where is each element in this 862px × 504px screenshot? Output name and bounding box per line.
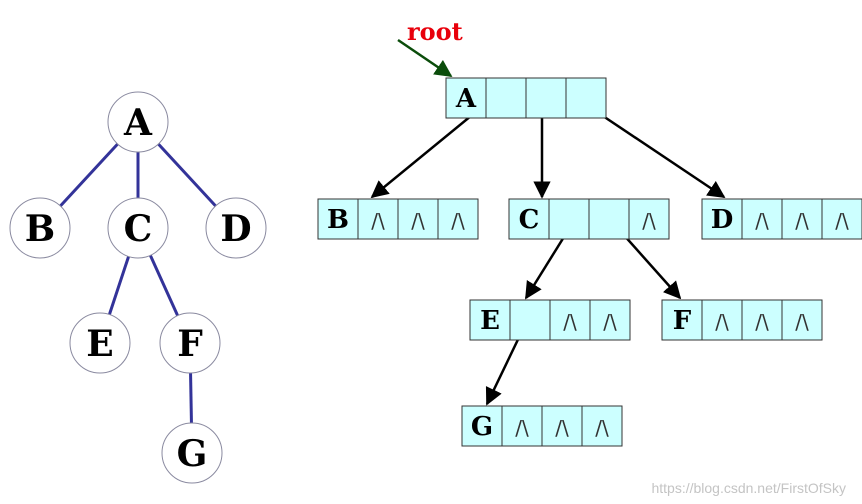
tree-node-circle bbox=[9, 197, 71, 259]
storage-arrows bbox=[370, 101, 726, 406]
record-data-cell bbox=[469, 299, 511, 341]
tree-node-label: D bbox=[220, 208, 251, 250]
tree-edge-C-E bbox=[107, 256, 131, 315]
root-label: root bbox=[407, 17, 463, 46]
tree-node-E: E bbox=[69, 312, 131, 374]
tree-node-circle bbox=[107, 91, 169, 153]
null-pointer-mark: /\ bbox=[371, 209, 385, 233]
record-data-cell bbox=[461, 405, 503, 447]
tree-node-circle bbox=[205, 197, 267, 259]
null-pointer-mark: /\ bbox=[555, 416, 569, 440]
null-pointer-mark: /\ bbox=[795, 209, 809, 233]
null-pointer-mark: /\ bbox=[595, 416, 609, 440]
null-pointer-mark: /\ bbox=[835, 209, 849, 233]
record-pointer-cell bbox=[485, 77, 527, 119]
record-pointer-cell bbox=[741, 299, 783, 341]
record-pointer-cell bbox=[628, 198, 670, 240]
record-pointer-cell bbox=[501, 405, 543, 447]
tree-nodes: A B C D E F G bbox=[9, 91, 267, 484]
record-E: E /\ /\ bbox=[469, 299, 631, 341]
storage-records: A B /\ /\ /\ C /\ D /\ /\ /\ E /\ /\ F /\ /\ /\ G /\ /\ /\ bbox=[317, 77, 862, 447]
tree-edge-A-D bbox=[157, 143, 217, 207]
record-label: G bbox=[471, 412, 493, 442]
record-data-cell bbox=[661, 299, 703, 341]
null-pointer-mark: /\ bbox=[795, 310, 809, 334]
tree-edge-C-F bbox=[148, 254, 180, 317]
record-pointer-cell bbox=[541, 405, 583, 447]
record-label: E bbox=[480, 306, 500, 336]
root-pointer: root bbox=[397, 17, 463, 78]
watermark-text: https://blog.csdn.net/FirstOfSky bbox=[651, 480, 846, 496]
record-pointer-cell bbox=[589, 299, 631, 341]
record-pointer-cell bbox=[821, 198, 862, 240]
tree-node-circle bbox=[69, 312, 131, 374]
null-pointer-mark: /\ bbox=[603, 310, 617, 334]
record-pointer-cell bbox=[549, 299, 591, 341]
tree-node-circle bbox=[161, 422, 223, 484]
record-pointer-cell bbox=[581, 405, 623, 447]
record-D: D /\ /\ /\ bbox=[701, 198, 862, 240]
record-pointer-cell bbox=[525, 77, 567, 119]
record-label: D bbox=[711, 205, 734, 235]
tree-edge-F-G bbox=[189, 372, 193, 424]
record-A: A bbox=[445, 77, 607, 119]
record-pointer-cell bbox=[781, 198, 823, 240]
null-pointer-mark: /\ bbox=[755, 310, 769, 334]
record-C: C /\ bbox=[508, 198, 670, 240]
record-label: F bbox=[673, 306, 692, 336]
null-pointer-mark: /\ bbox=[642, 209, 656, 233]
record-pointer-cell bbox=[437, 198, 479, 240]
record-pointer-cell bbox=[701, 299, 743, 341]
record-G: G /\ /\ /\ bbox=[461, 405, 623, 447]
tree-node-A: A bbox=[107, 91, 169, 153]
record-label: A bbox=[455, 84, 477, 114]
tree-node-D: D bbox=[205, 197, 267, 259]
tree-node-circle bbox=[107, 197, 169, 259]
root-arrow bbox=[397, 38, 453, 78]
record-pointer-cell bbox=[741, 198, 783, 240]
record-B: B /\ /\ /\ bbox=[317, 198, 479, 240]
tree-node-F: F bbox=[159, 312, 221, 374]
tree-node-label: C bbox=[124, 208, 153, 250]
tree-node-circle bbox=[159, 312, 221, 374]
tree-node-label: E bbox=[86, 323, 113, 365]
tree-node-C: C bbox=[107, 197, 169, 259]
record-data-cell bbox=[701, 198, 743, 240]
tree-edge-A-B bbox=[59, 143, 119, 207]
record-pointer-cell bbox=[397, 198, 439, 240]
record-pointer-cell bbox=[548, 198, 590, 240]
tree-node-label: B bbox=[25, 208, 55, 250]
null-pointer-mark: /\ bbox=[715, 310, 729, 334]
record-pointer-cell bbox=[781, 299, 823, 341]
tree-node-label: A bbox=[123, 102, 153, 144]
record-label: C bbox=[519, 205, 540, 235]
link-arrow-A-D bbox=[596, 110, 726, 199]
record-pointer-cell bbox=[509, 299, 551, 341]
null-pointer-mark: /\ bbox=[755, 209, 769, 233]
tree-node-B: B bbox=[9, 197, 71, 259]
null-pointer-mark: /\ bbox=[451, 209, 465, 233]
record-pointer-cell bbox=[565, 77, 607, 119]
tree-node-label: G bbox=[177, 433, 208, 475]
record-F: F /\ /\ /\ bbox=[661, 299, 823, 341]
null-pointer-mark: /\ bbox=[515, 416, 529, 440]
null-pointer-mark: /\ bbox=[411, 209, 425, 233]
record-label: B bbox=[327, 205, 349, 235]
tree-edges bbox=[59, 143, 217, 424]
record-pointer-cell bbox=[357, 198, 399, 240]
tree-node-G: G bbox=[161, 422, 223, 484]
record-pointer-cell bbox=[588, 198, 630, 240]
tree-node-label: F bbox=[177, 323, 203, 365]
null-pointer-mark: /\ bbox=[563, 310, 577, 334]
